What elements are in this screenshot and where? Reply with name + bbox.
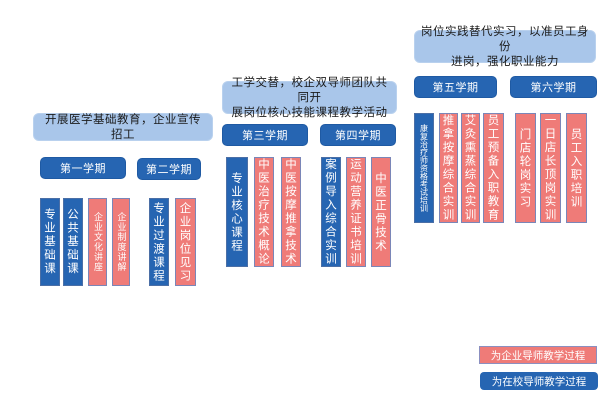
term-5-label: 第五学期 bbox=[432, 81, 479, 94]
course-rehab-therapist-exam-training: 康复治疗师资格考试培训 bbox=[414, 113, 434, 223]
course-moxibustion-fumigation-training: 艾灸熏蒸综合实训 bbox=[461, 113, 480, 223]
course-tcm-massage-technique: 中医按摩推拿技术 bbox=[281, 157, 301, 267]
term-6-header: 第六学期 bbox=[510, 76, 597, 98]
term-4-header: 第四学期 bbox=[320, 124, 396, 146]
stage-3-banner: 岗位实践替代实习，以准员工身份 进岗，强化职业能力 bbox=[414, 24, 596, 68]
course-professional-transition: 专业过渡课程 bbox=[149, 198, 169, 286]
term-1-label: 第一学期 bbox=[60, 162, 106, 175]
course-store-rotation-internship: 门店轮岗实习 bbox=[515, 113, 536, 223]
stage-3-banner-line2: 进岗，强化职业能力 bbox=[451, 54, 559, 68]
course-pre-employment-education: 员工预备入职教育 bbox=[483, 113, 504, 223]
legend-enterprise-label: 为企业导师教学过程 bbox=[490, 349, 586, 362]
term-2-label: 第二学期 bbox=[146, 163, 192, 176]
legend-school: 为在校导师教学过程 bbox=[480, 372, 598, 390]
term-6-label: 第六学期 bbox=[530, 81, 577, 94]
term-2-header: 第二学期 bbox=[137, 158, 201, 180]
course-corporate-internship-observation: 企业岗位见习 bbox=[175, 198, 196, 286]
term-4-label: 第四学期 bbox=[335, 129, 381, 142]
course-professional-foundation: 专业基础课 bbox=[40, 198, 60, 286]
legend-school-label: 为在校导师教学过程 bbox=[491, 375, 587, 388]
course-case-based-training: 案例导入综合实训 bbox=[321, 157, 341, 267]
term-3-header: 第三学期 bbox=[222, 124, 308, 146]
term-1-header: 第一学期 bbox=[40, 157, 126, 179]
term-5-header: 第五学期 bbox=[414, 76, 497, 98]
stage-1-banner-text: 开展医学基础教育，企业宣传招工 bbox=[45, 112, 201, 141]
stage-2-banner: 工学交替，校企双导师团队共同开 展岗位核心技能课程教学活动 bbox=[222, 75, 397, 119]
stage-2-banner-line1: 工学交替，校企双导师团队共同开 bbox=[231, 75, 388, 104]
course-corporate-culture-lecture: 企业文化讲座 bbox=[88, 198, 107, 286]
legend-enterprise: 为企业导师教学过程 bbox=[479, 346, 597, 364]
stage-2-banner-line2: 展岗位核心技能课程教学活动 bbox=[231, 105, 388, 119]
course-tcm-therapy-overview: 中医治疗技术概论 bbox=[254, 157, 274, 267]
stage-3-banner-line1: 岗位实践替代实习，以准员工身份 bbox=[421, 24, 589, 53]
course-one-day-store-manager: 一日店长顶岗实训 bbox=[540, 113, 561, 223]
course-massage-comprehensive-training: 推拿按摩综合实训 bbox=[439, 113, 458, 223]
course-corporate-rules-briefing: 企业制度讲解 bbox=[112, 198, 130, 286]
course-employee-onboarding: 员工入职培训 bbox=[566, 113, 587, 223]
course-public-foundation: 公共基础课 bbox=[63, 198, 83, 286]
stage-1-banner: 开展医学基础教育，企业宣传招工 bbox=[33, 112, 213, 141]
course-professional-core: 专业核心课程 bbox=[226, 157, 248, 267]
course-tcm-bone-setting: 中医正骨技术 bbox=[371, 157, 391, 267]
course-sports-nutrition-cert: 运动营养证书培训 bbox=[346, 157, 366, 267]
term-3-label: 第三学期 bbox=[242, 129, 288, 142]
